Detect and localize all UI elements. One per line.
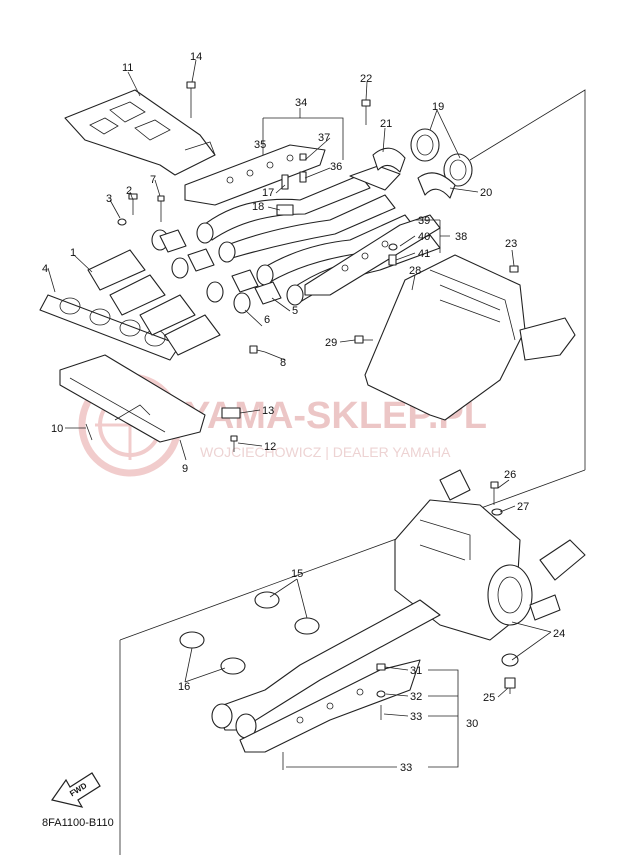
callout-labels: 1 2 3 4 5 6 7 8 9 10 11 12 13 14 15 16 1… <box>42 51 565 774</box>
callout-8: 8 <box>280 357 286 369</box>
callout-39: 39 <box>418 215 430 227</box>
part-9-heat-shield <box>59 354 206 443</box>
callout-15: 15 <box>291 568 303 580</box>
callout-27: 27 <box>517 501 529 513</box>
callout-2: 2 <box>126 185 132 197</box>
callout-25: 25 <box>483 692 495 704</box>
part-17-nut <box>281 174 289 190</box>
callout-29: 29 <box>325 337 337 349</box>
part-10-bolt <box>85 423 93 441</box>
assembly-frame-lines <box>119 89 586 855</box>
callout-1: 1 <box>70 247 76 259</box>
part-32-washer <box>376 690 386 698</box>
callout-14: 14 <box>190 51 202 63</box>
callout-21: 21 <box>380 118 392 130</box>
callout-24: 24 <box>553 628 565 640</box>
callout-22: 22 <box>360 73 372 85</box>
callout-40: 40 <box>418 231 430 243</box>
part-14-bolt <box>186 81 196 118</box>
part-20-clamp <box>417 172 456 199</box>
callout-38: 38 <box>455 231 467 243</box>
callout-35: 35 <box>254 139 266 151</box>
part-11-heat-shield <box>64 89 216 176</box>
part-29-bolt <box>354 335 373 344</box>
part-2-bolt <box>128 193 138 215</box>
part-18-bracket <box>276 204 294 216</box>
callout-18: 18 <box>252 201 264 213</box>
part-13-plate <box>221 407 241 419</box>
callout-37: 37 <box>318 132 330 144</box>
part-19-gaskets <box>410 128 473 187</box>
callout-12: 12 <box>264 441 276 453</box>
part-1-exhaust-joints <box>87 229 251 356</box>
callout-33-a: 33 <box>410 711 422 723</box>
callout-32: 32 <box>410 691 422 703</box>
part-8-bolt <box>249 345 266 354</box>
callout-4: 4 <box>42 263 48 275</box>
part-30-exhaust-pipe <box>211 599 441 753</box>
callout-11: 11 <box>122 62 133 74</box>
part-21-clamp <box>372 147 406 173</box>
drawing-code: 8FA1100-B110 <box>42 817 114 829</box>
part-12-bolt <box>230 435 238 452</box>
callout-34: 34 <box>295 97 307 109</box>
part-28-catalyst-case <box>364 254 576 421</box>
part-31-nut <box>376 663 386 671</box>
callout-41: 41 <box>418 248 430 260</box>
part-35-bracket <box>184 144 326 206</box>
callout-36: 36 <box>330 161 342 173</box>
callout-16: 16 <box>178 681 190 693</box>
part-16-caps <box>179 631 246 675</box>
part-3-washer <box>117 218 127 226</box>
part-25-bolt <box>504 677 516 694</box>
callout-7: 7 <box>150 174 156 186</box>
callout-20: 20 <box>480 187 492 199</box>
part-15-caps <box>254 591 320 635</box>
part-27-washer <box>491 508 503 516</box>
part-24-damper <box>501 653 519 667</box>
part-23-bolt <box>509 265 519 273</box>
callout-10: 10 <box>51 423 63 435</box>
part-5-clamps <box>159 229 282 305</box>
part-26-bolt <box>490 481 499 505</box>
callout-13: 13 <box>262 405 274 417</box>
callout-30: 30 <box>466 718 478 730</box>
callout-6: 6 <box>264 314 270 326</box>
leader-lines <box>47 59 552 768</box>
callout-33-b: 33 <box>400 762 412 774</box>
fwd-arrow-icon: FWD <box>50 772 101 808</box>
callout-26: 26 <box>504 469 516 481</box>
part-22-bolt <box>361 99 371 125</box>
callout-23: 23 <box>505 238 517 250</box>
watermark-tagline: WOJCIECHOWICZ | DEALER YAMAHA <box>200 444 451 460</box>
callout-3: 3 <box>106 193 112 205</box>
callout-28: 28 <box>409 265 421 277</box>
callout-9: 9 <box>182 463 188 475</box>
callout-31: 31 <box>410 665 422 677</box>
part-36-37-fasteners <box>299 153 307 183</box>
callout-17: 17 <box>262 187 274 199</box>
callout-19: 19 <box>432 101 444 113</box>
callout-5: 5 <box>292 305 298 317</box>
part-7-bolt <box>157 195 165 222</box>
part-40-41-fasteners <box>388 243 398 266</box>
